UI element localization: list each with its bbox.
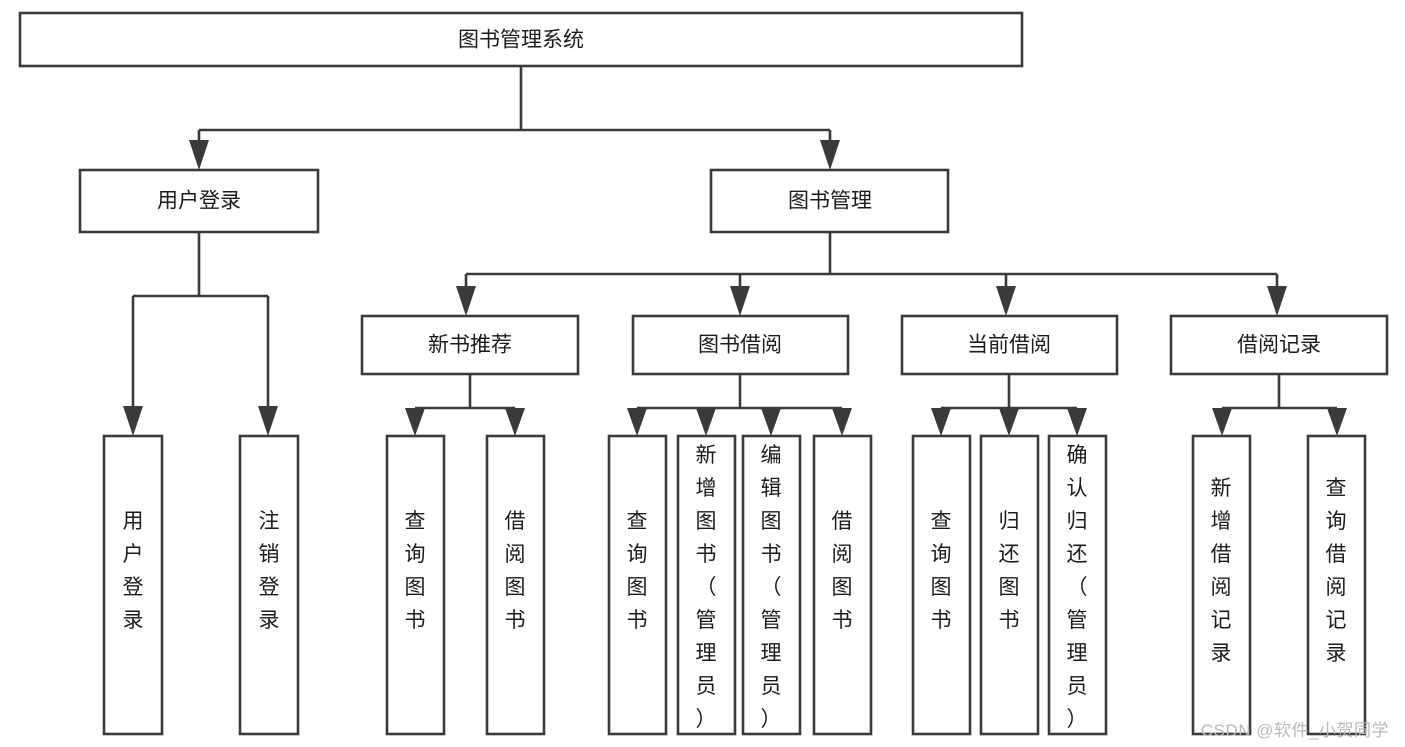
arrow-head-leaf-add-record <box>1212 408 1232 436</box>
arrow-head-borrow-record <box>1267 286 1287 316</box>
node-leaf-edit-book-box[interactable] <box>741 434 802 736</box>
node-leaf-query-book-2[interactable]: 查询图书 <box>607 434 668 736</box>
node-user-login[interactable]: 用户登录 <box>78 168 320 234</box>
node-current-borrow-label: 当前借阅 <box>967 334 1051 357</box>
connector-group-user-login <box>123 232 278 436</box>
node-leaf-query-book-3[interactable]: 查询图书 <box>911 434 972 736</box>
node-leaf-user-login-box[interactable] <box>102 434 164 736</box>
node-leaf-add-book-box[interactable] <box>676 434 737 736</box>
node-leaf-logout[interactable]: 注销登录 <box>238 434 300 736</box>
arrow-head-current-borrow <box>996 286 1016 316</box>
arrow-head-leaf-query-book-1 <box>405 408 425 436</box>
node-leaf-edit-book-label: 编辑图书（管理员） <box>761 444 782 731</box>
node-leaf-logout-box[interactable] <box>238 434 300 736</box>
arrow-head-leaf-confirm-return <box>1067 408 1087 436</box>
node-leaf-add-record[interactable]: 新增借阅记录 <box>1191 434 1252 736</box>
node-leaf-return-book-box[interactable] <box>979 434 1040 736</box>
node-current-borrow[interactable]: 当前借阅 <box>900 314 1119 376</box>
arrow-head-book-borrow <box>730 286 750 316</box>
node-leaf-confirm-return[interactable]: 确认归还（管理员） <box>1047 434 1108 736</box>
node-root-label: 图书管理系统 <box>458 29 584 52</box>
node-leaf-borrow-book-1-box[interactable] <box>485 434 546 736</box>
node-leaf-borrow-book-2-box[interactable] <box>812 434 873 736</box>
node-book-borrow-label: 图书借阅 <box>698 334 782 357</box>
node-leaf-add-record-label: 新增借阅记录 <box>1211 477 1232 665</box>
node-leaf-confirm-return-label: 确认归还（管理员） <box>1067 444 1088 731</box>
connector-group-borrow-record <box>1212 374 1347 436</box>
arrow-head-leaf-logout <box>258 406 278 436</box>
csdn-watermark: CSDN @软件_小贺同学 <box>1200 721 1389 740</box>
node-root-box[interactable] <box>18 11 1024 68</box>
connector-group-current-borrow <box>931 374 1087 436</box>
node-leaf-borrow-book-1[interactable]: 借阅图书 <box>485 434 546 736</box>
node-new-book-rec[interactable]: 新书推荐 <box>360 314 580 376</box>
arrow-head-leaf-query-book-2 <box>627 408 647 436</box>
node-borrow-record[interactable]: 借阅记录 <box>1169 314 1389 376</box>
node-leaf-query-record-box[interactable] <box>1306 434 1367 736</box>
node-leaf-confirm-return-box[interactable] <box>1047 434 1108 736</box>
node-leaf-query-book-3-box[interactable] <box>911 434 972 736</box>
node-user-login-label: 用户登录 <box>157 190 241 213</box>
node-root[interactable]: 图书管理系统 <box>18 11 1024 68</box>
arrow-head-leaf-borrow-book-2 <box>832 408 852 436</box>
node-leaf-borrow-book-2[interactable]: 借阅图书 <box>812 434 873 736</box>
node-leaf-return-book[interactable]: 归还图书 <box>979 434 1040 736</box>
node-leaf-query-book-1[interactable]: 查询图书 <box>385 434 446 736</box>
node-leaf-query-book-1-label: 查询图书 <box>405 510 426 632</box>
node-leaf-query-record-label: 查询借阅记录 <box>1326 477 1347 665</box>
node-leaf-add-record-box[interactable] <box>1191 434 1252 736</box>
arrow-head-leaf-user-login <box>123 406 143 436</box>
node-book-borrow[interactable]: 图书借阅 <box>631 314 850 376</box>
node-leaf-logout-label: 注销登录 <box>259 510 280 632</box>
node-leaf-query-book-3-label: 查询图书 <box>931 510 952 632</box>
node-borrow-record-box[interactable] <box>1169 314 1389 376</box>
node-current-borrow-box[interactable] <box>900 314 1119 376</box>
node-new-book-rec-box[interactable] <box>360 314 580 376</box>
arrow-head-leaf-add-book <box>696 408 716 436</box>
node-book-manage-box[interactable] <box>709 168 950 234</box>
arrow-head-leaf-edit-book <box>761 408 781 436</box>
connector-group-book-borrow <box>627 374 852 436</box>
arrow-head-user-login <box>189 140 209 170</box>
connector-group-new-book-rec <box>405 374 525 436</box>
arrow-head-leaf-borrow-book-1 <box>505 408 525 436</box>
node-leaf-edit-book[interactable]: 编辑图书（管理员） <box>741 434 802 736</box>
node-book-manage[interactable]: 图书管理 <box>709 168 950 234</box>
node-leaf-user-login-label: 用户登录 <box>123 510 144 632</box>
node-leaf-query-book-2-box[interactable] <box>607 434 668 736</box>
node-leaf-borrow-book-1-label: 借阅图书 <box>505 510 526 632</box>
arrow-head-new-book-rec <box>456 286 476 316</box>
node-borrow-record-label: 借阅记录 <box>1237 334 1321 357</box>
node-leaf-query-book-2-label: 查询图书 <box>627 510 648 632</box>
node-leaf-add-book[interactable]: 新增图书（管理员） <box>676 434 737 736</box>
connector-group-book-manage <box>456 232 1287 316</box>
arrow-head-book-manage <box>820 140 840 170</box>
node-leaf-add-book-label: 新增图书（管理员） <box>696 444 717 731</box>
node-leaf-query-book-1-box[interactable] <box>385 434 446 736</box>
node-new-book-rec-label: 新书推荐 <box>428 334 512 357</box>
node-leaf-query-record[interactable]: 查询借阅记录 <box>1306 434 1367 736</box>
arrow-head-leaf-query-record <box>1327 408 1347 436</box>
node-book-borrow-box[interactable] <box>631 314 850 376</box>
node-leaf-user-login[interactable]: 用户登录 <box>102 434 164 736</box>
connector-group-root <box>189 66 840 170</box>
node-user-login-box[interactable] <box>78 168 320 234</box>
arrow-head-leaf-return-book <box>999 408 1019 436</box>
arrow-head-leaf-query-book-3 <box>931 408 951 436</box>
node-book-manage-label: 图书管理 <box>788 190 872 213</box>
node-leaf-borrow-book-2-label: 借阅图书 <box>832 510 853 632</box>
node-leaf-return-book-label: 归还图书 <box>999 510 1020 632</box>
